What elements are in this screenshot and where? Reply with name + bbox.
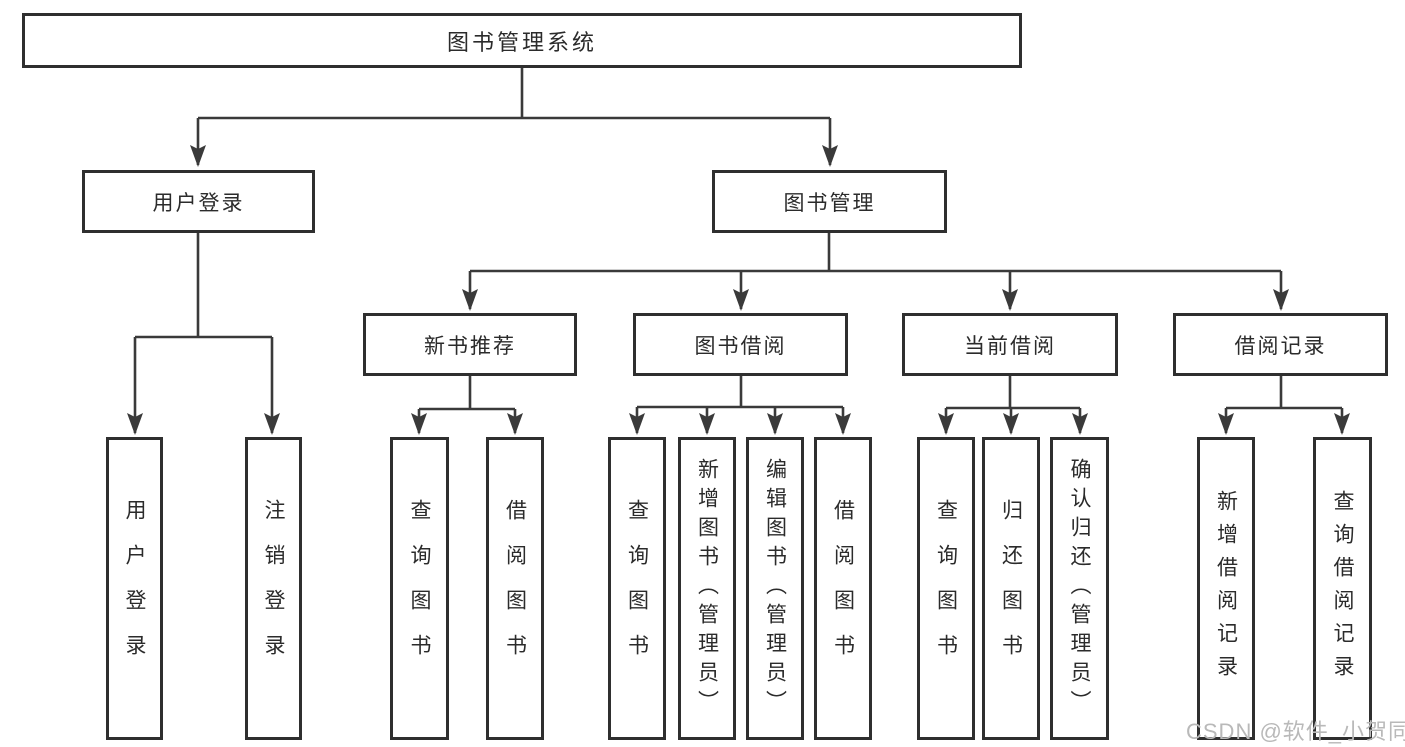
leaf-return-books-label: 归还图书 [999,498,1023,679]
leaf-return-books: 归还图书 [982,437,1040,740]
leaf-borrow-books-1: 借阅图书 [486,437,544,740]
node-borrow-records: 借阅记录 [1173,313,1388,376]
leaf-edit-books: 编辑图书（管理员） [746,437,804,740]
leaf-user-login-label: 用户登录 [123,498,146,679]
leaf-confirm-return: 确认归还（管理员） [1050,437,1109,740]
leaf-query-books-1-label: 查询图书 [408,498,431,679]
leaf-borrow-books-2: 借阅图书 [814,437,872,740]
leaf-logout: 注销登录 [245,437,302,740]
leaf-query-books-3-label: 查询图书 [934,498,958,679]
leaf-user-login: 用户登录 [106,437,163,740]
leaf-add-books: 新增图书（管理员） [678,437,736,740]
leaf-add-borrow-record: 新增借阅记录 [1197,437,1255,740]
node-new-book-rec-label: 新书推荐 [424,334,516,358]
leaf-borrow-books-1-label: 借阅图书 [503,498,527,679]
node-book-mgmt-label: 图书管理 [783,191,876,215]
node-root: 图书管理系统 [22,13,1022,68]
node-new-book-rec: 新书推荐 [363,313,577,376]
connector-book-mgmt-trunk [470,233,1281,273]
leaf-query-books-1: 查询图书 [390,437,449,740]
leaf-query-books-2-label: 查询图书 [625,498,649,679]
leaf-edit-books-label: 编辑图书（管理员） [763,458,787,719]
leaf-borrow-books-2-label: 借阅图书 [831,498,855,679]
connector-root-trunk [198,68,830,120]
node-current-borrow: 当前借阅 [902,313,1118,376]
node-book-borrow-label: 图书借阅 [694,334,787,358]
node-user-login: 用户登录 [82,170,315,233]
leaf-query-books-3: 查询图书 [917,437,975,740]
leaf-confirm-return-label: 确认归还（管理员） [1068,458,1091,719]
leaf-query-borrow-record-label: 查询借阅记录 [1331,489,1354,688]
connector-book-borrow-trunk [637,376,843,409]
leaf-add-books-label: 新增图书（管理员） [695,458,719,719]
node-book-mgmt: 图书管理 [712,170,947,233]
connector-current-borrow-trunk [946,376,1080,410]
leaf-query-books-2: 查询图书 [608,437,666,740]
csdn-watermark: CSDN @软件_小贺同学 [1186,719,1405,744]
connector-user-login-trunk [135,233,272,339]
connector-new-book-trunk [419,376,515,411]
leaf-query-borrow-record: 查询借阅记录 [1313,437,1372,740]
node-book-borrow: 图书借阅 [633,313,848,376]
connector-borrow-records-trunk [1226,376,1342,410]
node-borrow-records-label: 借阅记录 [1234,334,1327,358]
node-current-borrow-label: 当前借阅 [964,334,1056,358]
node-user-login-label: 用户登录 [152,191,245,215]
node-root-label: 图书管理系统 [446,29,597,55]
leaf-add-borrow-record-label: 新增借阅记录 [1214,489,1238,688]
leaf-logout-label: 注销登录 [262,498,285,679]
